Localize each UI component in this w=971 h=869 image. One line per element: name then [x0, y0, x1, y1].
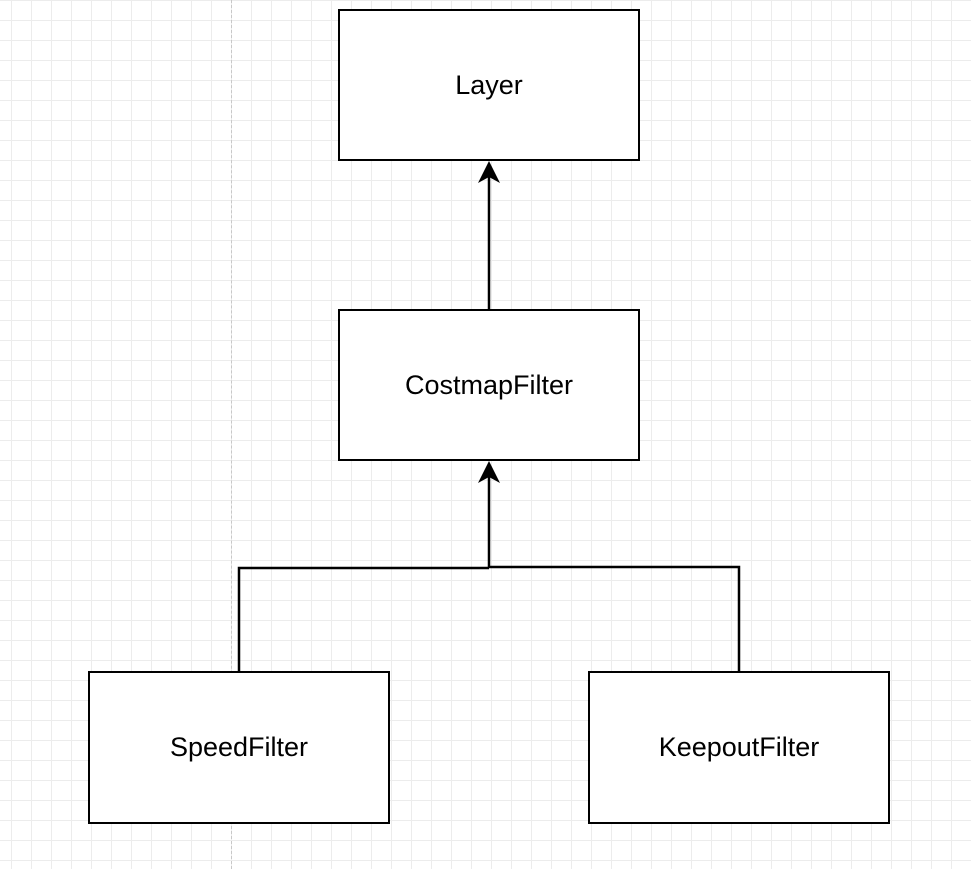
page-boundary-guide [231, 0, 232, 869]
node-speed-filter[interactable]: SpeedFilter [88, 671, 390, 824]
edge-speedfilter-to-costmapfilter [237, 566, 489, 671]
node-layer[interactable]: Layer [338, 9, 640, 161]
edge-costmapfilter-to-layer [478, 161, 500, 309]
edge-subclasses-to-costmapfilter [237, 461, 741, 671]
node-label: KeepoutFilter [658, 732, 820, 762]
node-label: CostmapFilter [404, 369, 574, 400]
node-costmap-filter[interactable]: CostmapFilter [338, 309, 640, 461]
edge-keepoutfilter-to-costmapfilter [489, 565, 741, 671]
node-label: SpeedFilter [169, 732, 309, 762]
arrowhead-icon [478, 161, 500, 183]
arrowhead-icon [478, 461, 500, 483]
node-label: Layer [455, 69, 523, 100]
node-keepout-filter[interactable]: KeepoutFilter [588, 671, 890, 824]
